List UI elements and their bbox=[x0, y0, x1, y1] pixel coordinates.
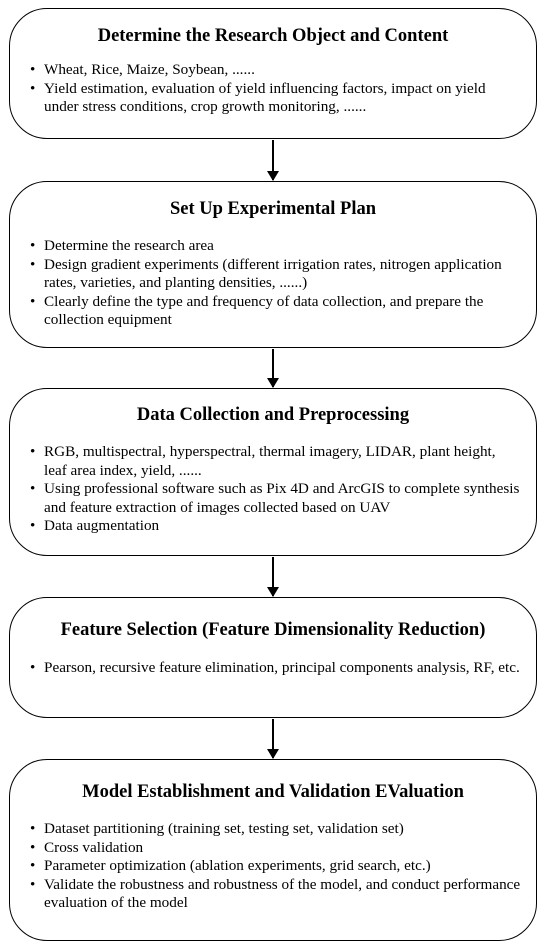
step-item: Design gradient experiments (different i… bbox=[30, 256, 522, 293]
step-item: Parameter optimization (ablation experim… bbox=[30, 857, 522, 876]
step-item: RGB, multispectral, hyperspectral, therm… bbox=[30, 443, 522, 480]
step-item: Using professional software such as Pix … bbox=[30, 480, 522, 517]
step-item: Clearly define the type and frequency of… bbox=[30, 293, 522, 330]
flow-arrow bbox=[267, 349, 279, 388]
step-item-list: RGB, multispectral, hyperspectral, therm… bbox=[10, 443, 536, 536]
step-item: Data augmentation bbox=[30, 517, 522, 536]
step-title: Determine the Research Object and Conten… bbox=[97, 26, 449, 46]
step-item: Pearson, recursive feature elimination, … bbox=[30, 659, 522, 678]
step-item-list: Determine the research area Design gradi… bbox=[10, 237, 536, 330]
step-box-model-validation: Model Establishment and Validation EValu… bbox=[9, 759, 537, 941]
flow-arrow bbox=[267, 719, 279, 759]
step-item-list: Dataset partitioning (training set, test… bbox=[10, 820, 536, 913]
step-box-research-object: Determine the Research Object and Conten… bbox=[9, 8, 537, 139]
flow-arrow bbox=[267, 557, 279, 597]
step-item-list: Pearson, recursive feature elimination, … bbox=[10, 659, 536, 678]
step-title: Set Up Experimental Plan bbox=[169, 199, 377, 219]
step-item: Cross validation bbox=[30, 839, 522, 858]
step-box-experimental-plan: Set Up Experimental Plan Determine the r… bbox=[9, 181, 537, 348]
step-title: Data Collection and Preprocessing bbox=[136, 405, 410, 425]
step-title: Feature Selection (Feature Dimensionalit… bbox=[60, 620, 486, 640]
step-item: Yield estimation, evaluation of yield in… bbox=[30, 80, 522, 117]
step-box-feature-selection: Feature Selection (Feature Dimensionalit… bbox=[9, 597, 537, 718]
step-item: Wheat, Rice, Maize, Soybean, ...... bbox=[30, 61, 522, 80]
step-item: Validate the robustness and robustness o… bbox=[30, 876, 522, 913]
step-item-list: Wheat, Rice, Maize, Soybean, ...... Yiel… bbox=[10, 61, 536, 117]
step-title: Model Establishment and Validation EValu… bbox=[82, 782, 464, 802]
flow-arrow bbox=[267, 140, 279, 181]
step-item: Determine the research area bbox=[30, 237, 522, 256]
step-item: Dataset partitioning (training set, test… bbox=[30, 820, 522, 839]
step-box-data-collection: Data Collection and Preprocessing RGB, m… bbox=[9, 388, 537, 556]
